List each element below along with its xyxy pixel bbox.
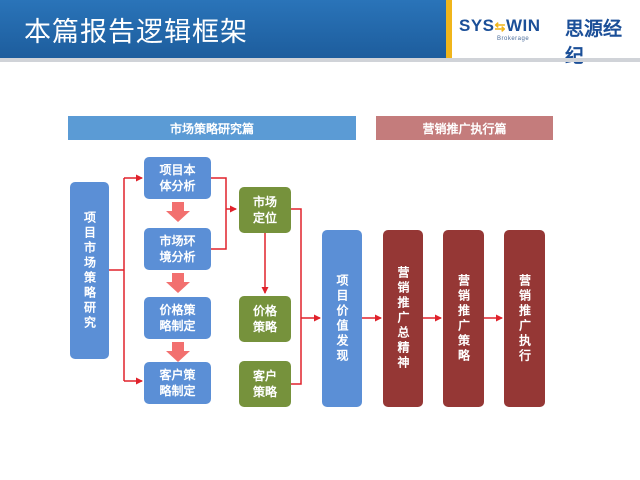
connector-positioning-bracket	[291, 208, 302, 385]
header-divider	[0, 58, 640, 62]
node-marketing-strategy: 营销推广策略	[443, 230, 484, 407]
down-arrow-icon	[166, 202, 190, 222]
node-project-self-analysis: 项目本 体分析	[144, 157, 211, 199]
page-title: 本篇报告逻辑框架	[24, 17, 248, 48]
node-price-strategy-making: 价格策 略制定	[144, 297, 211, 339]
logo-arrow-icon: ⇆	[494, 19, 506, 34]
node-market-environment-analysis: 市场环 境分析	[144, 228, 211, 270]
logo-english: SYS⇆WIN	[459, 16, 540, 36]
node-market-positioning: 市场 定位	[239, 187, 291, 233]
node-project-market-research: 项目市场策略研究	[70, 182, 109, 359]
logo-en-left: SYS	[459, 16, 495, 35]
down-arrow-icon	[166, 273, 190, 293]
node-customer-strategy: 客户 策略	[239, 361, 291, 407]
header-title-panel: 本篇报告逻辑框架	[0, 0, 446, 58]
connector-research-trunk	[109, 178, 125, 381]
header-accent-stripe	[446, 0, 452, 58]
logo-subtitle: Brokerage	[497, 36, 530, 42]
node-price-strategy: 价格 策略	[239, 296, 291, 342]
header-bar: 本篇报告逻辑框架 SYS⇆WIN Brokerage 思源经纪	[0, 0, 640, 67]
section-band-marketing-execution: 营销推广执行篇	[376, 116, 553, 140]
down-arrow-icon	[166, 342, 190, 362]
node-project-value-discovery: 项目价值发现	[322, 230, 362, 407]
logo-en-right: WIN	[505, 16, 541, 35]
node-marketing-general-spirit: 营销推广总精神	[383, 230, 423, 407]
node-customer-strategy-making: 客户策 略制定	[144, 362, 211, 404]
connector-self-env-to-positioning	[211, 177, 236, 250]
section-band-market-research: 市场策略研究篇	[68, 116, 356, 140]
node-marketing-execution: 营销推广执行	[504, 230, 545, 407]
